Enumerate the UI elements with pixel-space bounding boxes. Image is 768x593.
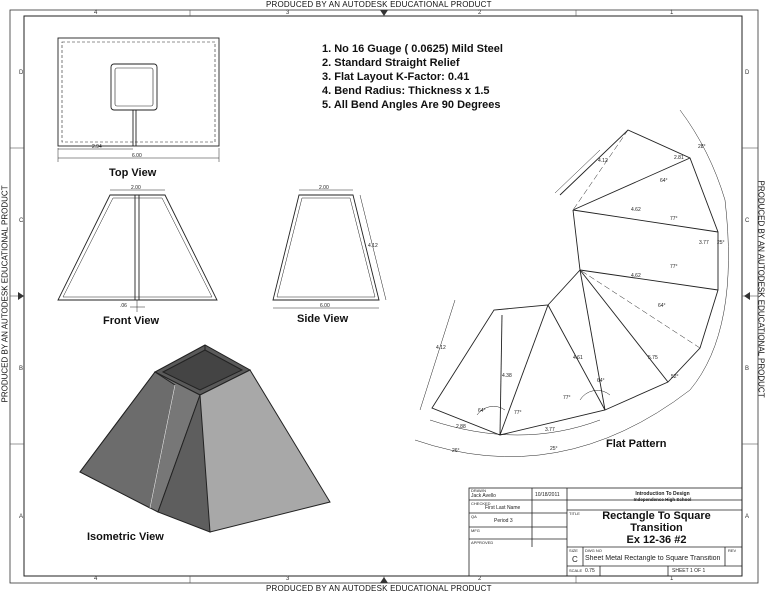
side-view-dim-slant: 4.12 [368,243,378,249]
flat-dim-12: 5.75 [648,355,658,361]
top-view-drawing [57,37,220,162]
front-view-dim-top: 2.00 [131,185,141,191]
zone-row-b-right: B [745,366,750,372]
flat-dim-17: 4.12 [436,345,446,351]
front-view-drawing [57,189,218,312]
flat-pattern-drawing [414,109,729,457]
front-view-dim-gap: .06 [120,303,127,309]
flat-dim-8: 25° [717,240,725,246]
tb-checked-label: CHECKED [471,501,491,506]
tb-title-line3: Ex 12-36 #2 [626,534,687,546]
tb-school: Independence High School [633,497,692,502]
zone-row-d-right: D [745,70,750,76]
zone-row-b-left: B [19,366,24,372]
tb-scale: 0.75 [585,568,595,574]
tb-first-last: First Last Name [485,505,521,511]
flat-dim-16: 77° [563,395,571,401]
tb-approved-label: APPROVED [471,540,494,545]
flat-dim-6: 77° [670,216,678,222]
flat-dim-19: 64° [478,408,486,414]
banner-top: PRODUCED BY AN AUTODESK EDUCATIONAL PROD… [266,0,492,9]
tb-scale-label: SCALE [569,568,583,573]
zone-col-1-bottom: 1 [670,576,674,582]
flat-dim-2: 2.81 [674,155,684,161]
side-view-drawing [272,189,387,309]
tb-rev-label: REV [728,548,737,553]
banner-bottom: PRODUCED BY AN AUTODESK EDUCATIONAL PROD… [266,584,492,593]
front-view-label: Front View [103,315,160,327]
flat-dim-10: 77° [670,264,678,270]
note-3: 3. Flat Layout K-Factor: 0.41 [322,71,470,83]
tb-size: C [572,555,578,564]
title-block-lines [468,487,743,577]
zone-col-3-bottom: 3 [286,576,290,582]
banner-right: PRODUCED BY AN AUTODESK EDUCATIONAL PROD… [756,180,766,398]
tb-title-line1: Rectangle To Square [602,510,711,522]
tb-course: Introduction To Design [635,491,690,497]
tb-qa-label: QA [471,514,477,519]
flat-dim-11: 64° [658,303,666,309]
tb-drawn-label: DRAWN [471,488,486,493]
zone-col-2-top: 2 [478,10,482,16]
flat-dim-24: 25° [550,446,558,452]
tb-dwg-no: Sheet Metal Rectangle to Square Transiti… [585,555,721,562]
zone-row-c-right: C [745,218,750,224]
drawing-notes: 1. No 16 Guage ( 0.0625) Mild Steel 2. S… [322,42,503,112]
tb-size-label: SIZE [569,548,578,553]
banner-left: PRODUCED BY AN AUTODESK EDUCATIONAL PROD… [0,185,10,403]
zone-row-a-left: A [19,514,24,520]
tb-period: Period 3 [494,518,513,524]
top-view-dim-offset: 2.94 [92,144,102,150]
tb-sheet: SHEET 1 OF 1 [672,568,706,574]
isometric-view-label: Isometric View [87,531,164,543]
flat-dim-13: 52° [671,374,679,380]
zone-col-2-bottom: 2 [478,576,482,582]
note-1: 1. No 16 Guage ( 0.0625) Mild Steel [322,43,503,55]
flat-dim-4: 64° [660,178,668,184]
zone-row-c-left: C [19,218,24,224]
flat-dim-21: 2.88 [456,424,466,430]
flat-dim-3: 28° [698,144,706,150]
flat-dim-5: 4.62 [631,207,641,213]
side-view-label: Side View [297,313,349,325]
tb-title-label: TITLE [569,511,580,516]
zone-col-1-top: 1 [670,10,674,16]
note-2: 2. Standard Straight Relief [322,57,460,69]
zone-col-4-bottom: 4 [94,576,98,582]
top-view-dim-width: 6.00 [132,153,142,159]
flat-dim-15: 64° [597,378,605,384]
note-5: 5. All Bend Angles Are 90 Degrees [322,99,501,111]
isometric-view-drawing [79,344,331,533]
zone-row-a-right: A [745,514,750,520]
tb-mfg-label: MFG [471,528,480,533]
zone-row-d-left: D [19,70,24,76]
tb-drawn-by: Jack Avello [471,493,496,499]
zone-col-4-top: 4 [94,10,98,16]
flat-dim-1: 4.12 [598,158,608,164]
flat-dim-20: 77° [514,410,522,416]
flat-dim-23: 26° [452,448,460,454]
top-view-label: Top View [109,167,157,179]
flat-dim-22: 3.77 [545,427,555,433]
side-view-dim-bottom: 6.00 [320,303,330,309]
tb-title-line2: Transition [630,522,683,534]
note-4: 4. Bend Radius: Thickness x 1.5 [322,85,490,97]
flat-pattern-label: Flat Pattern [606,438,667,450]
side-view-dim-top: 2.00 [319,185,329,191]
flat-dim-9: 4.62 [631,273,641,279]
zone-col-3-top: 3 [286,10,290,16]
flat-dim-14: 4.61 [573,355,583,361]
tb-date: 10/18/2011 [535,492,560,498]
flat-dim-18: 4.38 [502,373,512,379]
flat-dim-7: 3.77 [699,240,709,246]
tb-dwg-label: DWG NO [585,548,602,553]
